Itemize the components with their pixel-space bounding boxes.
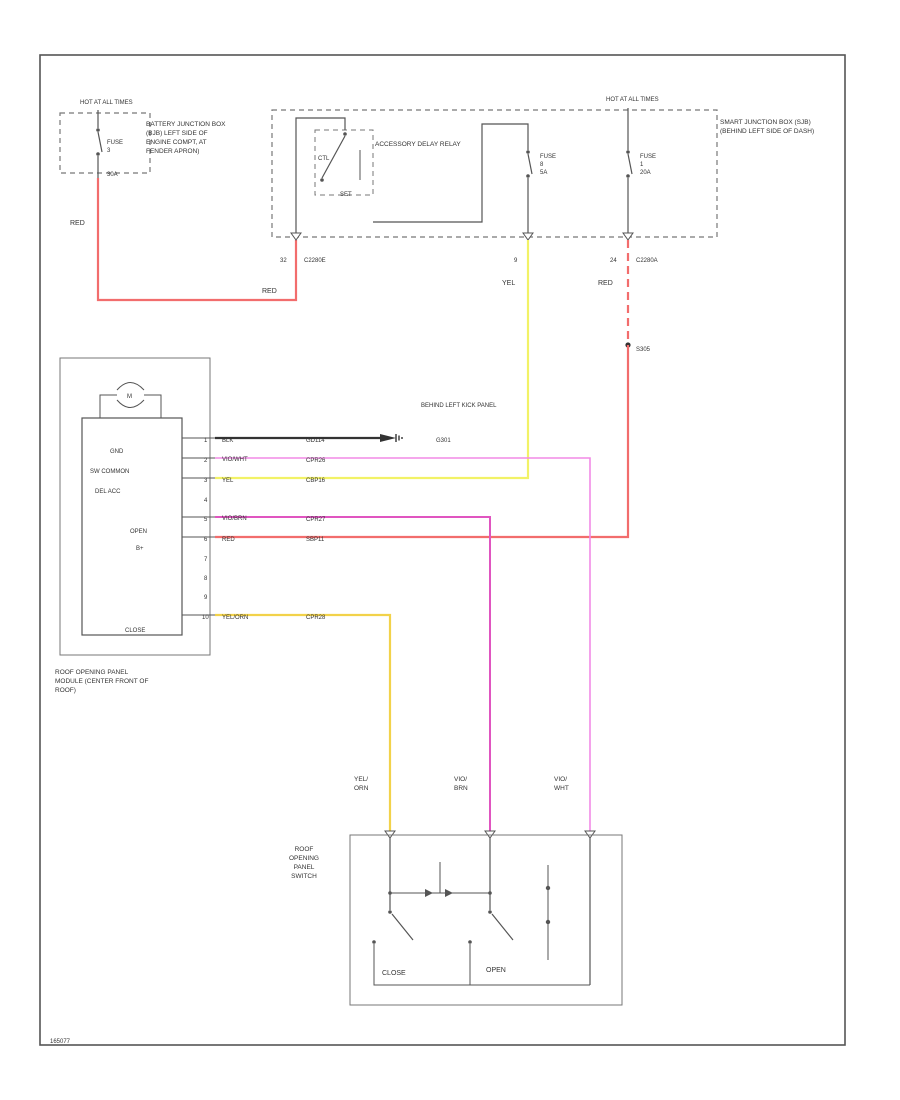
switch-wire-label-vio-wht: VIO/ WHT	[554, 776, 569, 792]
module-pin-10: 10	[202, 615, 209, 621]
relay-label: ACCESSORY DELAY RELAY	[375, 141, 461, 148]
connector-c2280a-label: C2280A	[636, 258, 658, 264]
module-pin-8: 8	[204, 576, 208, 582]
sjb-fuse-right-label: FUSE	[640, 154, 656, 160]
module-pin-label-sw-common: SW COMMON	[90, 469, 129, 475]
module-pin-9: 9	[204, 595, 208, 601]
wire-color-pin-2: VIO/WHT	[222, 457, 248, 463]
splice-s305-label: S305	[636, 347, 651, 353]
battery-hot-at-label: HOT AT ALL TIMES	[80, 100, 133, 106]
sjb-fuse-left-number: 8	[540, 162, 544, 168]
circuit-pin-3: CBP16	[306, 478, 326, 484]
module-pin-label-open: OPEN	[130, 529, 147, 535]
sjb-fuse-left-rating: 5A	[540, 170, 547, 176]
sjb-fuse-right-rating: 20A	[640, 170, 651, 176]
wire-color-pin-5: VIO/BRN	[222, 516, 247, 522]
ground-code: G301	[436, 438, 451, 444]
switch-close-label: CLOSE	[382, 970, 406, 977]
circuit-pin-1: GD114	[306, 438, 325, 444]
connector-c2280a-left-pin: 9	[514, 258, 518, 264]
connector-c2280e-pin: 32	[280, 258, 287, 264]
sjb-fuse-right-number: 1	[640, 162, 644, 168]
switch-wire-label-yel-orn: YEL/ ORN	[354, 776, 369, 792]
roof-opening-panel-module: M GND SW COMMON DEL ACC OPEN B+ CLOSE 1 …	[55, 357, 215, 694]
sjb-fuse-left-label: FUSE	[540, 154, 556, 160]
motor-symbol: M	[127, 394, 132, 400]
switch-description: ROOF OPENING PANEL SWITCH	[289, 846, 319, 880]
circuit-pin-10: CPR28	[306, 615, 326, 621]
connector-marks	[290, 232, 634, 241]
module-pin-4: 4	[204, 498, 208, 504]
wire-color-pin-3: YEL	[222, 478, 234, 484]
wire-color-pin-6: RED	[222, 537, 235, 543]
wire-label-red-right: RED	[598, 280, 613, 287]
wire-yellow-del-acc	[215, 240, 530, 480]
svg-text:HOT AT ALL TIMES: HOT AT ALL TIMES	[80, 100, 133, 106]
roof-opening-panel-switch: ROOF OPENING PANEL SWITCH CLOSE OPEN	[289, 834, 623, 1006]
module-pin-1: 1	[204, 438, 208, 444]
wire-yel-orn	[215, 613, 392, 835]
ground-location: BEHIND LEFT KICK PANEL	[421, 403, 497, 409]
switch-open-label: OPEN	[486, 967, 506, 974]
sjb-hot-at-label: HOT AT ALL TIMES	[606, 97, 659, 103]
circuit-pin-2: CPR26	[306, 458, 326, 464]
module-pin-6: 6	[204, 537, 208, 543]
circuit-pin-5: CPR27	[306, 517, 326, 523]
diagram-frame	[39, 54, 846, 1046]
battery-fuse-label: FUSE	[107, 140, 123, 146]
wire-color-pin-10: YEL/ORN	[222, 615, 248, 621]
battery-box-description: BATTERY JUNCTION BOX (BJB) LEFT SIDE OF …	[146, 121, 226, 155]
battery-fuse-rating: 30A	[107, 172, 118, 178]
wire-vio-wht	[215, 457, 591, 835]
module-pin-label-close: CLOSE	[125, 628, 145, 634]
ground-symbol	[380, 434, 403, 442]
module-pin-5: 5	[204, 517, 208, 523]
module-description: ROOF OPENING PANEL MODULE (CENTER FRONT …	[55, 669, 149, 694]
connector-c2280a-right-pin: 24	[610, 258, 617, 264]
sjb-description: SMART JUNCTION BOX (SJB) (BEHIND LEFT SI…	[720, 119, 815, 135]
switch-wire-label-vio-brn: VIO/ BRN	[454, 776, 468, 792]
wire-label-red-left: RED	[70, 220, 85, 227]
wire-color-pin-1: BLK	[222, 438, 233, 444]
connector-c2280e-label: C2280E	[304, 258, 326, 264]
diagram-code: 165077	[50, 1039, 71, 1045]
module-pin-3: 3	[204, 478, 208, 484]
wire-label-yel: YEL	[502, 280, 515, 287]
svg-text:SET: SET	[340, 192, 352, 198]
module-pin-7: 7	[204, 557, 208, 563]
circuit-pin-6: SBP11	[306, 537, 325, 543]
module-pin-2: 2	[204, 458, 208, 464]
wire-red-b-plus	[215, 345, 630, 539]
wire-vio-brn	[215, 516, 491, 835]
module-pin-label-gnd: GND	[110, 449, 124, 455]
wire-red-battery	[96, 178, 298, 302]
smart-junction-box: CTL SET ACCESSORY DELAY RELAY FUSE 8 5A …	[271, 97, 815, 238]
wire-label-red-bottom: RED	[262, 288, 277, 295]
battery-fuse-number: 3	[107, 148, 111, 154]
module-pin-label-b-plus: B+	[136, 546, 144, 552]
accessory-delay-relay	[314, 129, 374, 196]
svg-text:CTL: CTL	[318, 156, 330, 162]
module-pin-label-del-acc: DEL ACC	[95, 489, 121, 495]
battery-junction-box: HOT AT ALL TIMES FUSE 3 30A BATTERY JUNC…	[59, 100, 226, 178]
svg-text:HOT AT ALL TIMES: HOT AT ALL TIMES	[606, 97, 659, 103]
